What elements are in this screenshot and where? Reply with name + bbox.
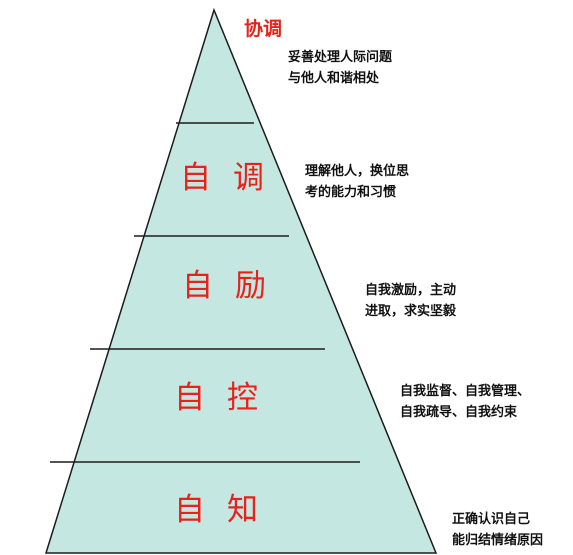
level-label-zizhi: 自知: [174, 492, 280, 528]
level-description-zikong-line-1: 自我监督、自我管理、: [400, 384, 531, 399]
level-label-ziti: 自调: [180, 160, 286, 196]
apex-description-line-2: 与他人和谐相处: [288, 71, 380, 86]
level-description-zikong: 自我监督、自我管理、 自我疏导、自我约束: [400, 381, 530, 423]
level-label-zili: 自励: [182, 268, 288, 304]
level-description-zili: 自我激励，主动 进取，求实坚毅: [365, 280, 456, 322]
level-description-ziti-line-1: 理解他人，换位思: [305, 164, 410, 179]
level-description-zizhi-line-2: 能归结情绪原因: [452, 533, 544, 548]
apex-label: 协调: [244, 18, 283, 40]
level-description-zikong-line-2: 自我疏导、自我约束: [400, 405, 518, 420]
level-description-zili-line-2: 进取，求实坚毅: [365, 304, 457, 319]
level-description-ziti: 理解他人，换位思 考的能力和习惯: [305, 161, 409, 203]
level-description-zizhi-line-1: 正确认识自己: [452, 512, 531, 527]
level-description-zili-line-1: 自我激励，主动: [365, 283, 457, 298]
apex-description-line-1: 妥善处理人际问题: [288, 50, 393, 65]
pyramid-body: [44, 7, 438, 554]
apex-description: 妥善处理人际问题 与他人和谐相处: [288, 47, 392, 89]
level-description-zizhi: 正确认识自己 能归结情绪原因: [452, 509, 543, 551]
level-label-zikong: 自控: [174, 380, 280, 416]
level-description-ziti-line-2: 考的能力和习惯: [305, 185, 397, 200]
